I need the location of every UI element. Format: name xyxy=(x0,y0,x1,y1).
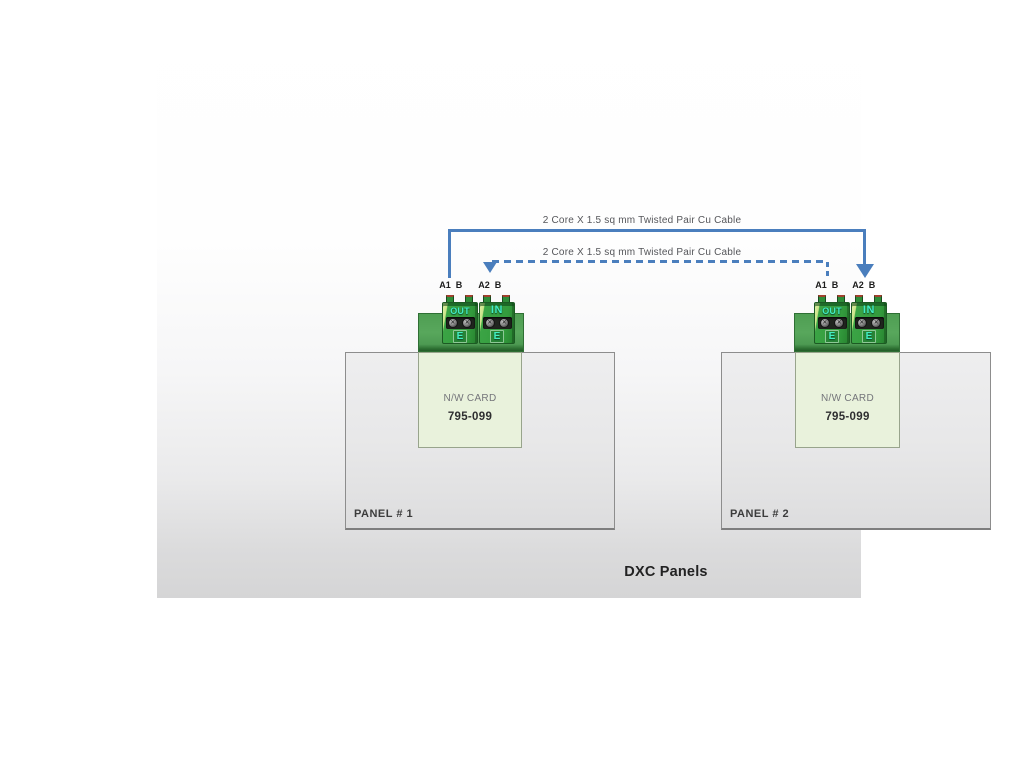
cable-dashed-vertical-right xyxy=(826,262,829,279)
screw-terminal-icon xyxy=(462,318,473,328)
nw-card-part-number: 795-099 xyxy=(447,411,493,423)
pin-label-b: B xyxy=(868,280,876,290)
cable-solid-vertical-right xyxy=(863,229,866,265)
terminal-block-label: OUT xyxy=(822,306,842,316)
pin-label-b: B xyxy=(455,280,463,290)
screw-terminal-icon xyxy=(856,318,867,328)
nw-card-title: N/W CARD xyxy=(443,393,497,404)
slide-background: 2 Core X 1.5 sq mm Twisted Pair Cu Cable… xyxy=(157,0,991,598)
terminal-block-body: IN E xyxy=(479,302,515,344)
earth-label: E xyxy=(824,330,840,343)
terminal-block-label: IN xyxy=(490,304,504,316)
cable-label-dashed: 2 Core X 1.5 sq mm Twisted Pair Cu Cable xyxy=(542,247,742,258)
panel-1-name: PANEL # 1 xyxy=(354,508,414,520)
screw-recess xyxy=(854,317,884,329)
terminal-block-label: OUT xyxy=(450,306,470,316)
arrow-down-icon xyxy=(483,262,497,273)
pin-label-a1: A1 xyxy=(439,280,451,290)
screw-terminal-icon xyxy=(447,318,458,328)
screw-terminal-icon xyxy=(499,318,510,328)
pin-label-a2: A2 xyxy=(852,280,864,290)
nw-card-title: N/W CARD xyxy=(821,393,874,404)
page-title: DXC Panels xyxy=(624,564,708,580)
pin-label-b: B xyxy=(494,280,502,290)
pin-label-a2: A2 xyxy=(478,280,490,290)
terminal-block-body: OUT E xyxy=(814,302,850,344)
terminal-block-body: OUT E xyxy=(442,302,478,344)
cable-dashed-horizontal xyxy=(492,260,828,263)
screw-recess xyxy=(482,317,512,329)
screw-recess xyxy=(445,317,475,329)
terminal-block-label: IN xyxy=(862,304,876,316)
screw-terminal-icon xyxy=(871,318,882,328)
cable-solid-vertical-left xyxy=(448,229,451,278)
screw-terminal-icon xyxy=(819,318,830,328)
terminal-block-body: IN E xyxy=(851,302,887,344)
earth-label: E xyxy=(452,330,468,343)
cable-label-solid: 2 Core X 1.5 sq mm Twisted Pair Cu Cable xyxy=(542,215,742,226)
pin-label-b: B xyxy=(831,280,839,290)
panel-2-name: PANEL # 2 xyxy=(730,508,790,520)
screw-terminal-icon xyxy=(484,318,495,328)
nw-card-panel-1: N/W CARD 795-099 xyxy=(418,352,522,448)
terminal-block-in: IN E xyxy=(851,295,887,344)
terminal-block-out: OUT E xyxy=(442,295,478,344)
screw-terminal-icon xyxy=(834,318,845,328)
cable-solid-horizontal xyxy=(448,229,866,232)
nw-card-part-number: 795-099 xyxy=(825,411,870,423)
nw-card-panel-2: N/W CARD 795-099 xyxy=(795,352,900,448)
earth-label: E xyxy=(861,330,877,343)
panel-2: PANEL # 2 xyxy=(721,352,991,530)
earth-label: E xyxy=(489,330,505,343)
terminal-block-in: IN E xyxy=(479,295,515,344)
terminal-block-out: OUT E xyxy=(814,295,850,344)
screw-recess xyxy=(817,317,847,329)
arrow-down-icon xyxy=(856,264,874,278)
pin-label-a1: A1 xyxy=(815,280,827,290)
